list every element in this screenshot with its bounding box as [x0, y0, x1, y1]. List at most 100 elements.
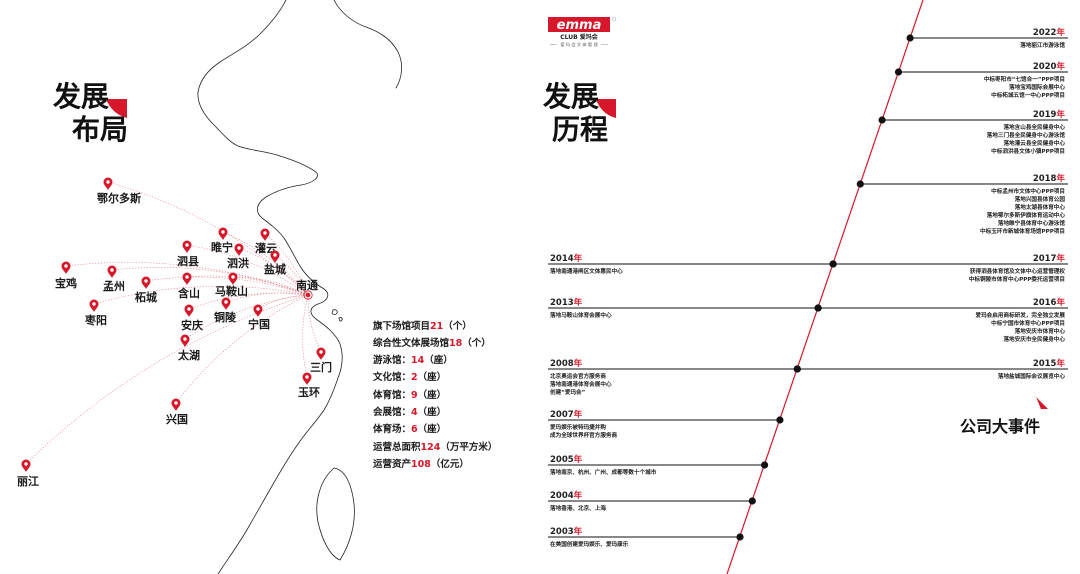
map-pin-icon: [182, 272, 192, 285]
stat-stadiums: 体育场：6（座）: [373, 423, 446, 435]
year-number: 2022: [1033, 28, 1057, 38]
timeline-year: 2015年: [1033, 358, 1066, 369]
logo-badge: [548, 17, 610, 32]
city-marker: 睢宁: [211, 227, 233, 254]
stat-value: 108: [411, 459, 431, 470]
stat-label: 会展馆：: [373, 406, 411, 418]
timeline-dot-icon: [814, 304, 822, 312]
map-pin-icon: [270, 250, 280, 263]
route-line: [107, 181, 309, 296]
map-pin-icon: [316, 347, 326, 360]
route-line: [188, 292, 309, 310]
timeline-item: 落地宝鸡国际会展中心: [1009, 83, 1065, 91]
timeline-year: 2018年: [1033, 173, 1066, 184]
year-unit: 年: [1056, 27, 1065, 38]
timeline-item: 中标铜陵市体育中心PPP委托运营项目: [969, 275, 1065, 283]
stat-unit: （座）: [418, 423, 447, 435]
year-number: 2013: [550, 298, 574, 308]
route-line: [184, 294, 309, 340]
year-number: 2017: [1033, 254, 1057, 264]
timeline-dot-icon: [906, 34, 914, 42]
route-line: [274, 254, 309, 296]
timeline-dot-icon: [878, 116, 886, 124]
city-label: 含山: [177, 286, 200, 300]
timeline-year: 2019年: [1033, 109, 1066, 120]
timeline-year: 2017年: [1033, 253, 1066, 264]
route-line: [93, 285, 309, 305]
stat-operating-area: 运营总面积124（万平方米）: [373, 441, 497, 453]
city-label: 丽江: [17, 474, 39, 488]
history-panel: emma CLUB 爱玛会 爱 玛 会 文 体 管 理 发展 历程 2003年在…: [542, 0, 1068, 574]
year-number: 2019: [1033, 110, 1057, 120]
registered-mark-icon: [612, 17, 617, 22]
island-taiwan: [316, 467, 355, 561]
stat-label: 游泳馆：: [373, 354, 411, 366]
timeline-item: 落地含山县全民健身中心: [1003, 123, 1065, 131]
timeline-year: 2007年: [550, 409, 583, 420]
stat-unit: （座）: [418, 371, 447, 383]
route-line: [145, 276, 309, 296]
city-label: 孟州: [103, 279, 125, 293]
timeline-axis: [726, 0, 924, 574]
city-markers: 鄂尔多斯宝鸡孟州柘城枣阳泗县睢宁泗洪灌云盐城含山马鞍山安庆铜陵宁国太湖三门玉环兴…: [17, 177, 332, 488]
stat-value: 9: [411, 390, 418, 401]
city-label: 宁国: [248, 317, 270, 331]
city-marker: 柘城: [134, 276, 157, 304]
map-pin-icon: [171, 398, 181, 411]
timeline-item: 落地兴国县体育公园: [1015, 195, 1066, 203]
timeline-events: 2003年在美国创建爱玛娱乐、爱玛康乐2004年落地香港、北京、上海2005年落…: [548, 27, 1068, 548]
map-pin-icon: [103, 177, 113, 190]
logo-tagline: 爱 玛 会 文 体 管 理: [560, 41, 598, 48]
city-label: 安庆: [181, 318, 203, 332]
city-label: 灌云: [255, 241, 277, 255]
city-label: 泗县: [177, 254, 199, 268]
route-line: [257, 294, 309, 310]
timeline-item: 中标柘城五馆一中心PPP项目: [991, 91, 1065, 99]
city-marker: 三门: [310, 347, 332, 374]
layout-title-line1: 发展: [52, 80, 109, 113]
year-unit: 年: [1056, 61, 1065, 72]
stat-label: 体育场：: [373, 423, 411, 435]
title-accent-shape: [106, 99, 127, 118]
logo-club-line: CLUB 爱玛会: [560, 33, 599, 41]
map-pin-icon: [228, 272, 238, 285]
year-unit: 年: [574, 253, 583, 264]
timeline-dot-icon: [793, 365, 801, 373]
timeline-item: 爱玛会启用商标研发，完全独立发展: [975, 311, 1065, 319]
year-unit: 年: [1056, 297, 1065, 308]
city-marker: 宝鸡: [55, 261, 77, 290]
year-unit: 年: [574, 358, 583, 369]
timeline-item: 中标宁国市体育中心PPP项目: [991, 319, 1065, 327]
timeline-year: 2005年: [550, 454, 583, 465]
map-pin-icon: [234, 243, 244, 256]
timeline-event: 2019年落地含山县全民健身中心落地三门县全民健身中心游泳馆落地灌云县全民健身中…: [878, 109, 1068, 155]
city-marker: 马鞍山: [215, 272, 248, 298]
year-number: 2003: [550, 527, 574, 537]
timeline-dot-icon: [856, 180, 864, 188]
year-number: 2008: [550, 359, 574, 369]
timeline-dot-icon: [736, 533, 744, 541]
route-line: [302, 294, 309, 378]
stat-swimming-pools: 游泳馆：14（座）: [373, 354, 453, 366]
timeline-item: 落地安庆市全民健身中心: [1003, 335, 1065, 343]
year-number: 2004: [550, 491, 574, 501]
timeline-item: 在美国创建爱玛娱乐、爱玛康乐: [550, 540, 629, 548]
city-label: 太湖: [177, 348, 200, 362]
hub-label: 南通: [296, 278, 318, 292]
timeline-item: 获得泗县体育馆及文体中心运营管理权: [970, 267, 1066, 275]
island-small-2: [338, 317, 343, 322]
timeline-heading: 公司大事件: [960, 417, 1040, 436]
history-title-line2: 历程: [552, 113, 608, 146]
map-pin-icon: [107, 265, 117, 278]
stat-unit: （座）: [424, 354, 453, 366]
route-line: [238, 247, 309, 296]
timeline-event: 2016年爱玛会启用商标研发，完全独立发展中标宁国市体育中心PPP项目落地安庆市…: [814, 297, 1068, 343]
timeline-dot-icon: [761, 461, 769, 469]
map-pin-icon: [302, 372, 312, 385]
city-marker: 泗县: [177, 240, 199, 268]
